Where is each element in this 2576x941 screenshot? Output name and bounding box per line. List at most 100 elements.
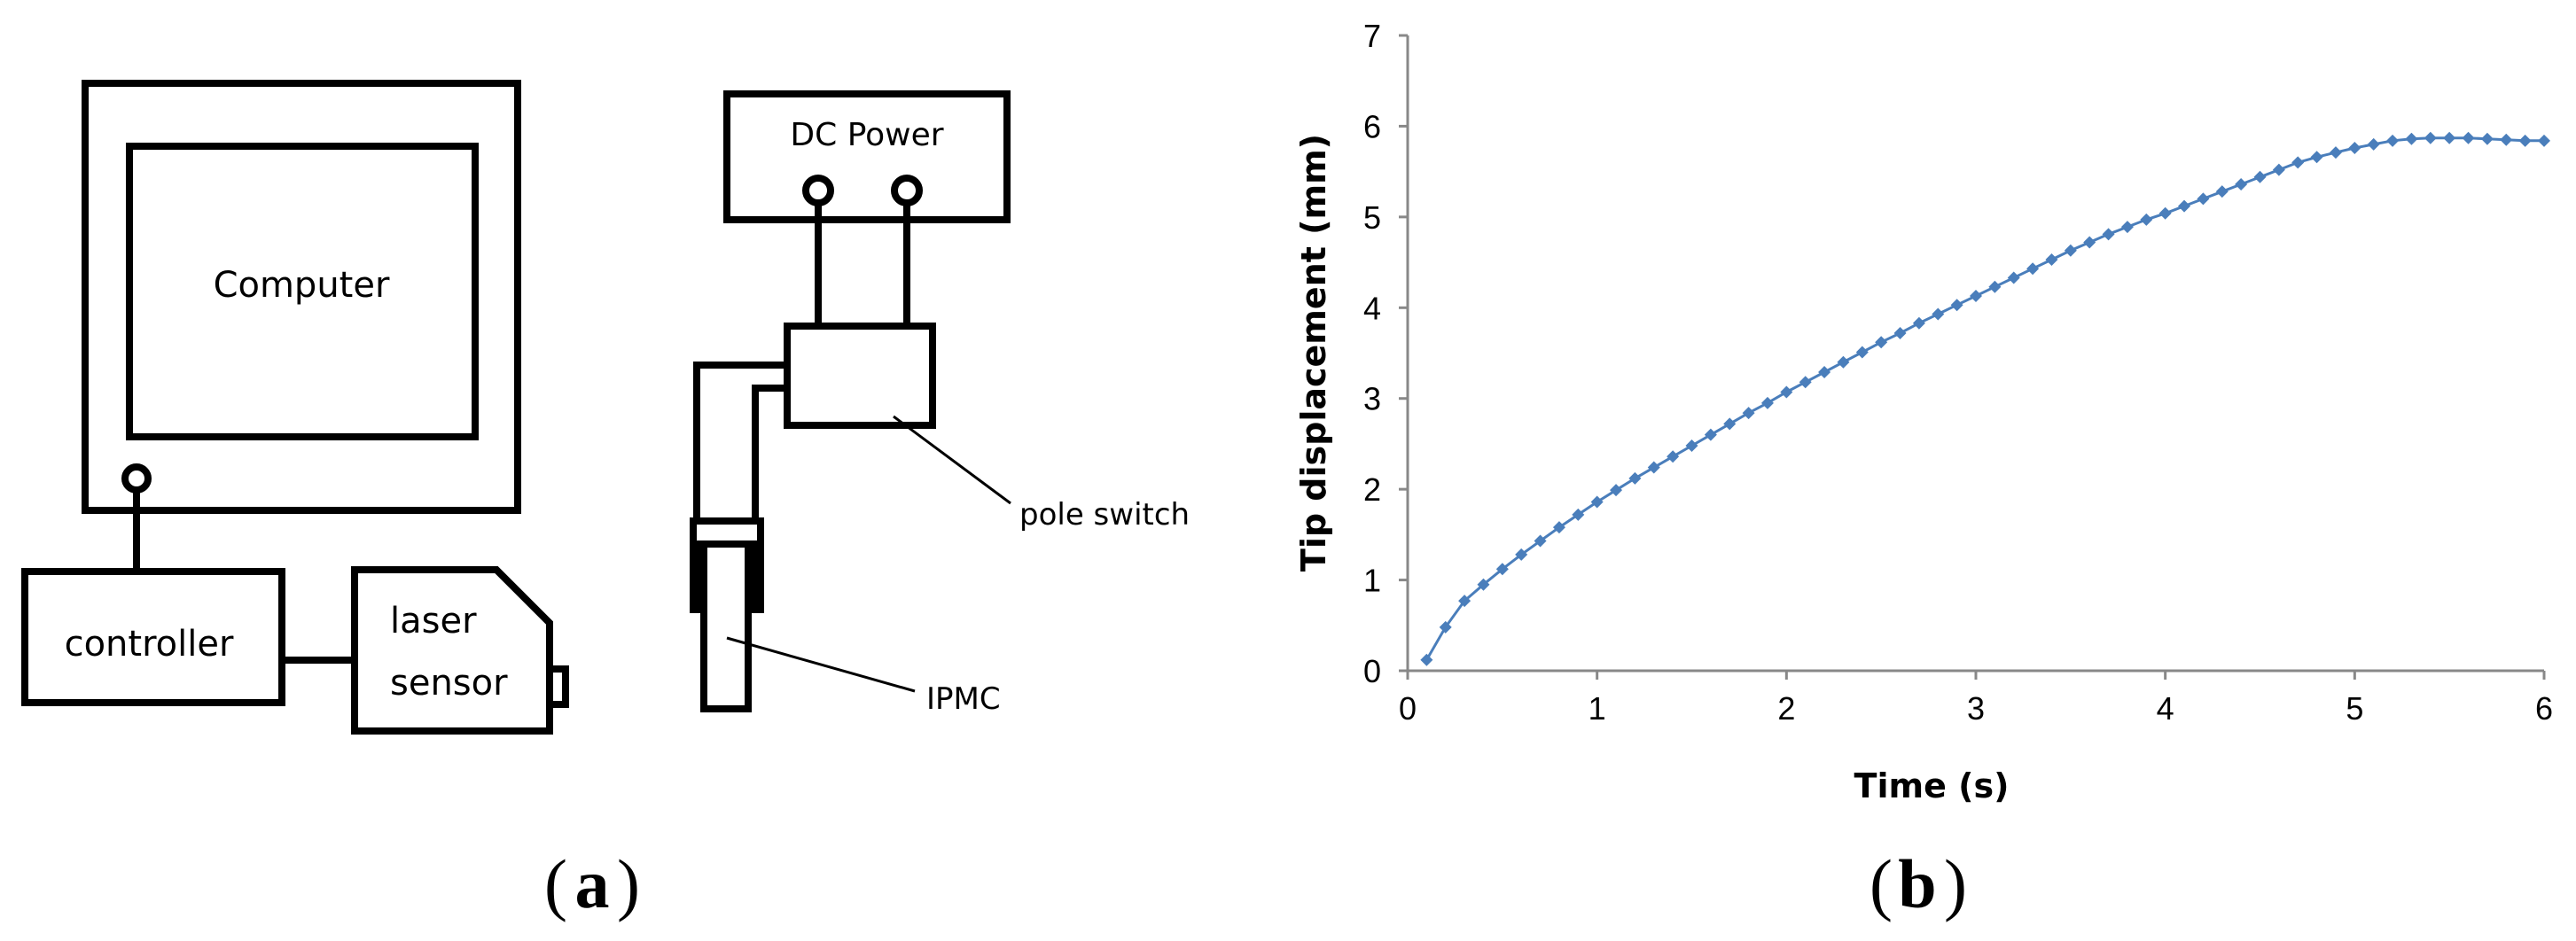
- data-point: [2178, 199, 2191, 213]
- y-tick-label: 2: [1363, 471, 1381, 508]
- data-point: [1685, 439, 1698, 452]
- data-point: [2424, 131, 2437, 144]
- data-point: [1534, 534, 1547, 548]
- x-tick-label: 4: [2157, 690, 2174, 727]
- x-tick-label: 1: [1589, 690, 1606, 727]
- data-point: [2120, 221, 2134, 234]
- dc-terminal-left: [802, 175, 834, 206]
- laser-sensor-box: [351, 566, 553, 735]
- data-point: [2500, 133, 2513, 146]
- data-point: [2007, 271, 2020, 284]
- y-tick-label: 0: [1363, 653, 1381, 689]
- y-axis-ticks: 0 1 2 3 4 5 6 7: [1363, 18, 1408, 689]
- y-tick-label: 3: [1363, 381, 1381, 417]
- ipmc-leader: [726, 636, 916, 693]
- data-point: [1742, 407, 1755, 420]
- pole-switch-leader: [893, 415, 1011, 505]
- data-point: [1590, 495, 1604, 509]
- computer-label: Computer: [214, 265, 390, 306]
- data-point: [2083, 236, 2096, 249]
- laser-sensor-emitter: [546, 665, 569, 708]
- data-point: [1875, 336, 1888, 349]
- data-point: [1780, 385, 1793, 399]
- x-tick-label: 3: [1967, 690, 1985, 727]
- y-tick-label: 4: [1363, 290, 1381, 326]
- x-tick-label: 2: [1777, 690, 1795, 727]
- dc-terminal-right: [891, 175, 923, 206]
- y-tick-label: 6: [1363, 108, 1381, 144]
- data-point: [2253, 170, 2267, 183]
- clamp-wire-inner: [752, 385, 787, 523]
- data-point: [1988, 280, 2002, 293]
- data-point: [2026, 262, 2040, 276]
- panel-a-letter: a: [575, 845, 610, 922]
- laser-sensor-label-line2: sensor: [390, 663, 508, 704]
- data-point: [2386, 134, 2400, 147]
- pole-switch-label: pole switch: [1019, 497, 1190, 533]
- data-point: [2367, 137, 2380, 151]
- panel-a-open-paren: (: [544, 845, 567, 922]
- computer-monitor-outer: [82, 80, 521, 514]
- data-point: [2102, 228, 2115, 241]
- data-point: [1610, 484, 1623, 497]
- x-tick-label: 5: [2346, 690, 2363, 727]
- data-point: [1950, 299, 1963, 312]
- data-point: [1893, 326, 1907, 339]
- setup-diagram: [21, 80, 1011, 735]
- panel-a-close-paren: ): [617, 845, 640, 922]
- pole-switch-box: [784, 323, 936, 429]
- data-point: [1515, 548, 1528, 561]
- data-point: [2235, 177, 2248, 191]
- data-point: [1818, 366, 1831, 379]
- data-point: [2462, 131, 2475, 144]
- data-point: [1420, 653, 1433, 666]
- dc-power-box: [723, 90, 1011, 223]
- dc-power-label: DC Power: [790, 117, 943, 153]
- y-tick-label: 7: [1363, 18, 1381, 54]
- data-point: [2215, 185, 2229, 198]
- data-point: [1477, 578, 1490, 591]
- data-point: [1855, 346, 1869, 359]
- data-point: [2480, 132, 2494, 145]
- data-point: [2538, 134, 2550, 147]
- data-point: [1932, 307, 1945, 321]
- data-point: [1723, 417, 1737, 431]
- controller-label: controller: [65, 624, 234, 665]
- data-point: [2329, 146, 2342, 159]
- controller-box: [21, 568, 285, 706]
- data-point: [2310, 151, 2323, 164]
- data-point: [1667, 450, 1680, 463]
- data-point: [2443, 131, 2456, 144]
- computer-screen: [126, 143, 479, 440]
- panel-label-b: ( b ): [1870, 845, 1967, 922]
- computer-port: [121, 463, 152, 494]
- laser-sensor-label-line1: laser: [390, 601, 477, 642]
- data-point: [1572, 508, 1585, 521]
- data-point: [1552, 521, 1565, 534]
- data-point: [2064, 244, 2077, 257]
- y-tick-label: 1: [1363, 563, 1381, 599]
- data-point: [2518, 134, 2532, 147]
- panel-label-a: ( a ): [544, 845, 640, 922]
- data-point: [1970, 289, 1982, 302]
- data-point: [1799, 376, 1812, 389]
- y-tick-label: 5: [1363, 199, 1381, 236]
- data-point: [2348, 142, 2361, 155]
- data-point: [1495, 563, 1509, 576]
- panel-b-letter: b: [1898, 845, 1936, 922]
- data-point: [2140, 213, 2153, 226]
- data-point: [2405, 132, 2418, 145]
- series-markers: [1420, 131, 2550, 666]
- data-point: [1837, 355, 1850, 369]
- x-axis-title: Time (s): [1854, 766, 2010, 805]
- series-line: [1425, 136, 2544, 661]
- data-point: [1912, 316, 1925, 330]
- data-point: [1439, 620, 1452, 634]
- data-point: [2197, 192, 2210, 206]
- data-point: [1628, 471, 1642, 485]
- data-point: [1647, 461, 1660, 474]
- data-point: [2045, 253, 2058, 266]
- ipmc-label: IPMC: [926, 681, 1001, 717]
